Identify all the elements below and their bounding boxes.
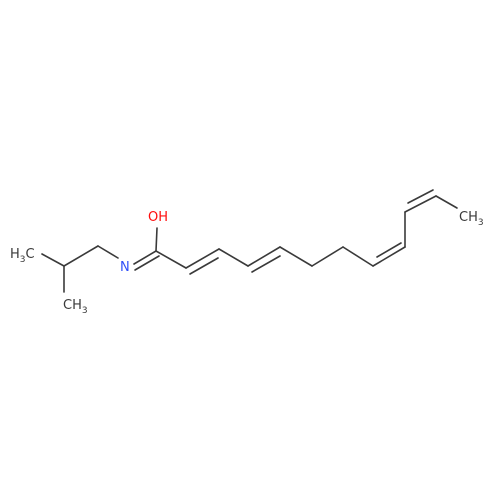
bond-n-c-1: [133, 250, 157, 265]
ch3-left-label: H3C: [10, 247, 35, 265]
ch3-bottom-label: CH3: [63, 298, 88, 316]
bond-ch3left-ch: [41, 253, 65, 267]
bond-c2-c3-2: [189, 257, 219, 275]
bond-ch-ch2: [63, 245, 99, 267]
bond-ch2-n: [97, 245, 119, 259]
bond-c1-c2: [155, 250, 187, 269]
bond-c4-c5-1: [247, 246, 281, 267]
bond-c11-ch3: [435, 195, 458, 209]
bond-c10-c11-2: [407, 189, 434, 204]
bond-c8-c9-1: [372, 246, 406, 267]
bond-c3-c4: [218, 248, 249, 267]
bond-c5-c6: [279, 246, 313, 267]
n-label: N: [120, 260, 130, 275]
oh-label: OH: [148, 210, 168, 225]
bond-n-c-2: [134, 255, 160, 271]
bond-c4-c5-2: [251, 255, 281, 273]
bond-c6-c7: [311, 246, 344, 267]
bond-c-oh: [155, 227, 158, 252]
bond-c8-c9-2: [376, 242, 402, 258]
bond-c2-c3-1: [185, 248, 220, 269]
bond-c7-c8: [342, 246, 374, 267]
bond-c10-c11-1: [404, 195, 437, 213]
ch3-right-label: CH3: [459, 210, 484, 228]
